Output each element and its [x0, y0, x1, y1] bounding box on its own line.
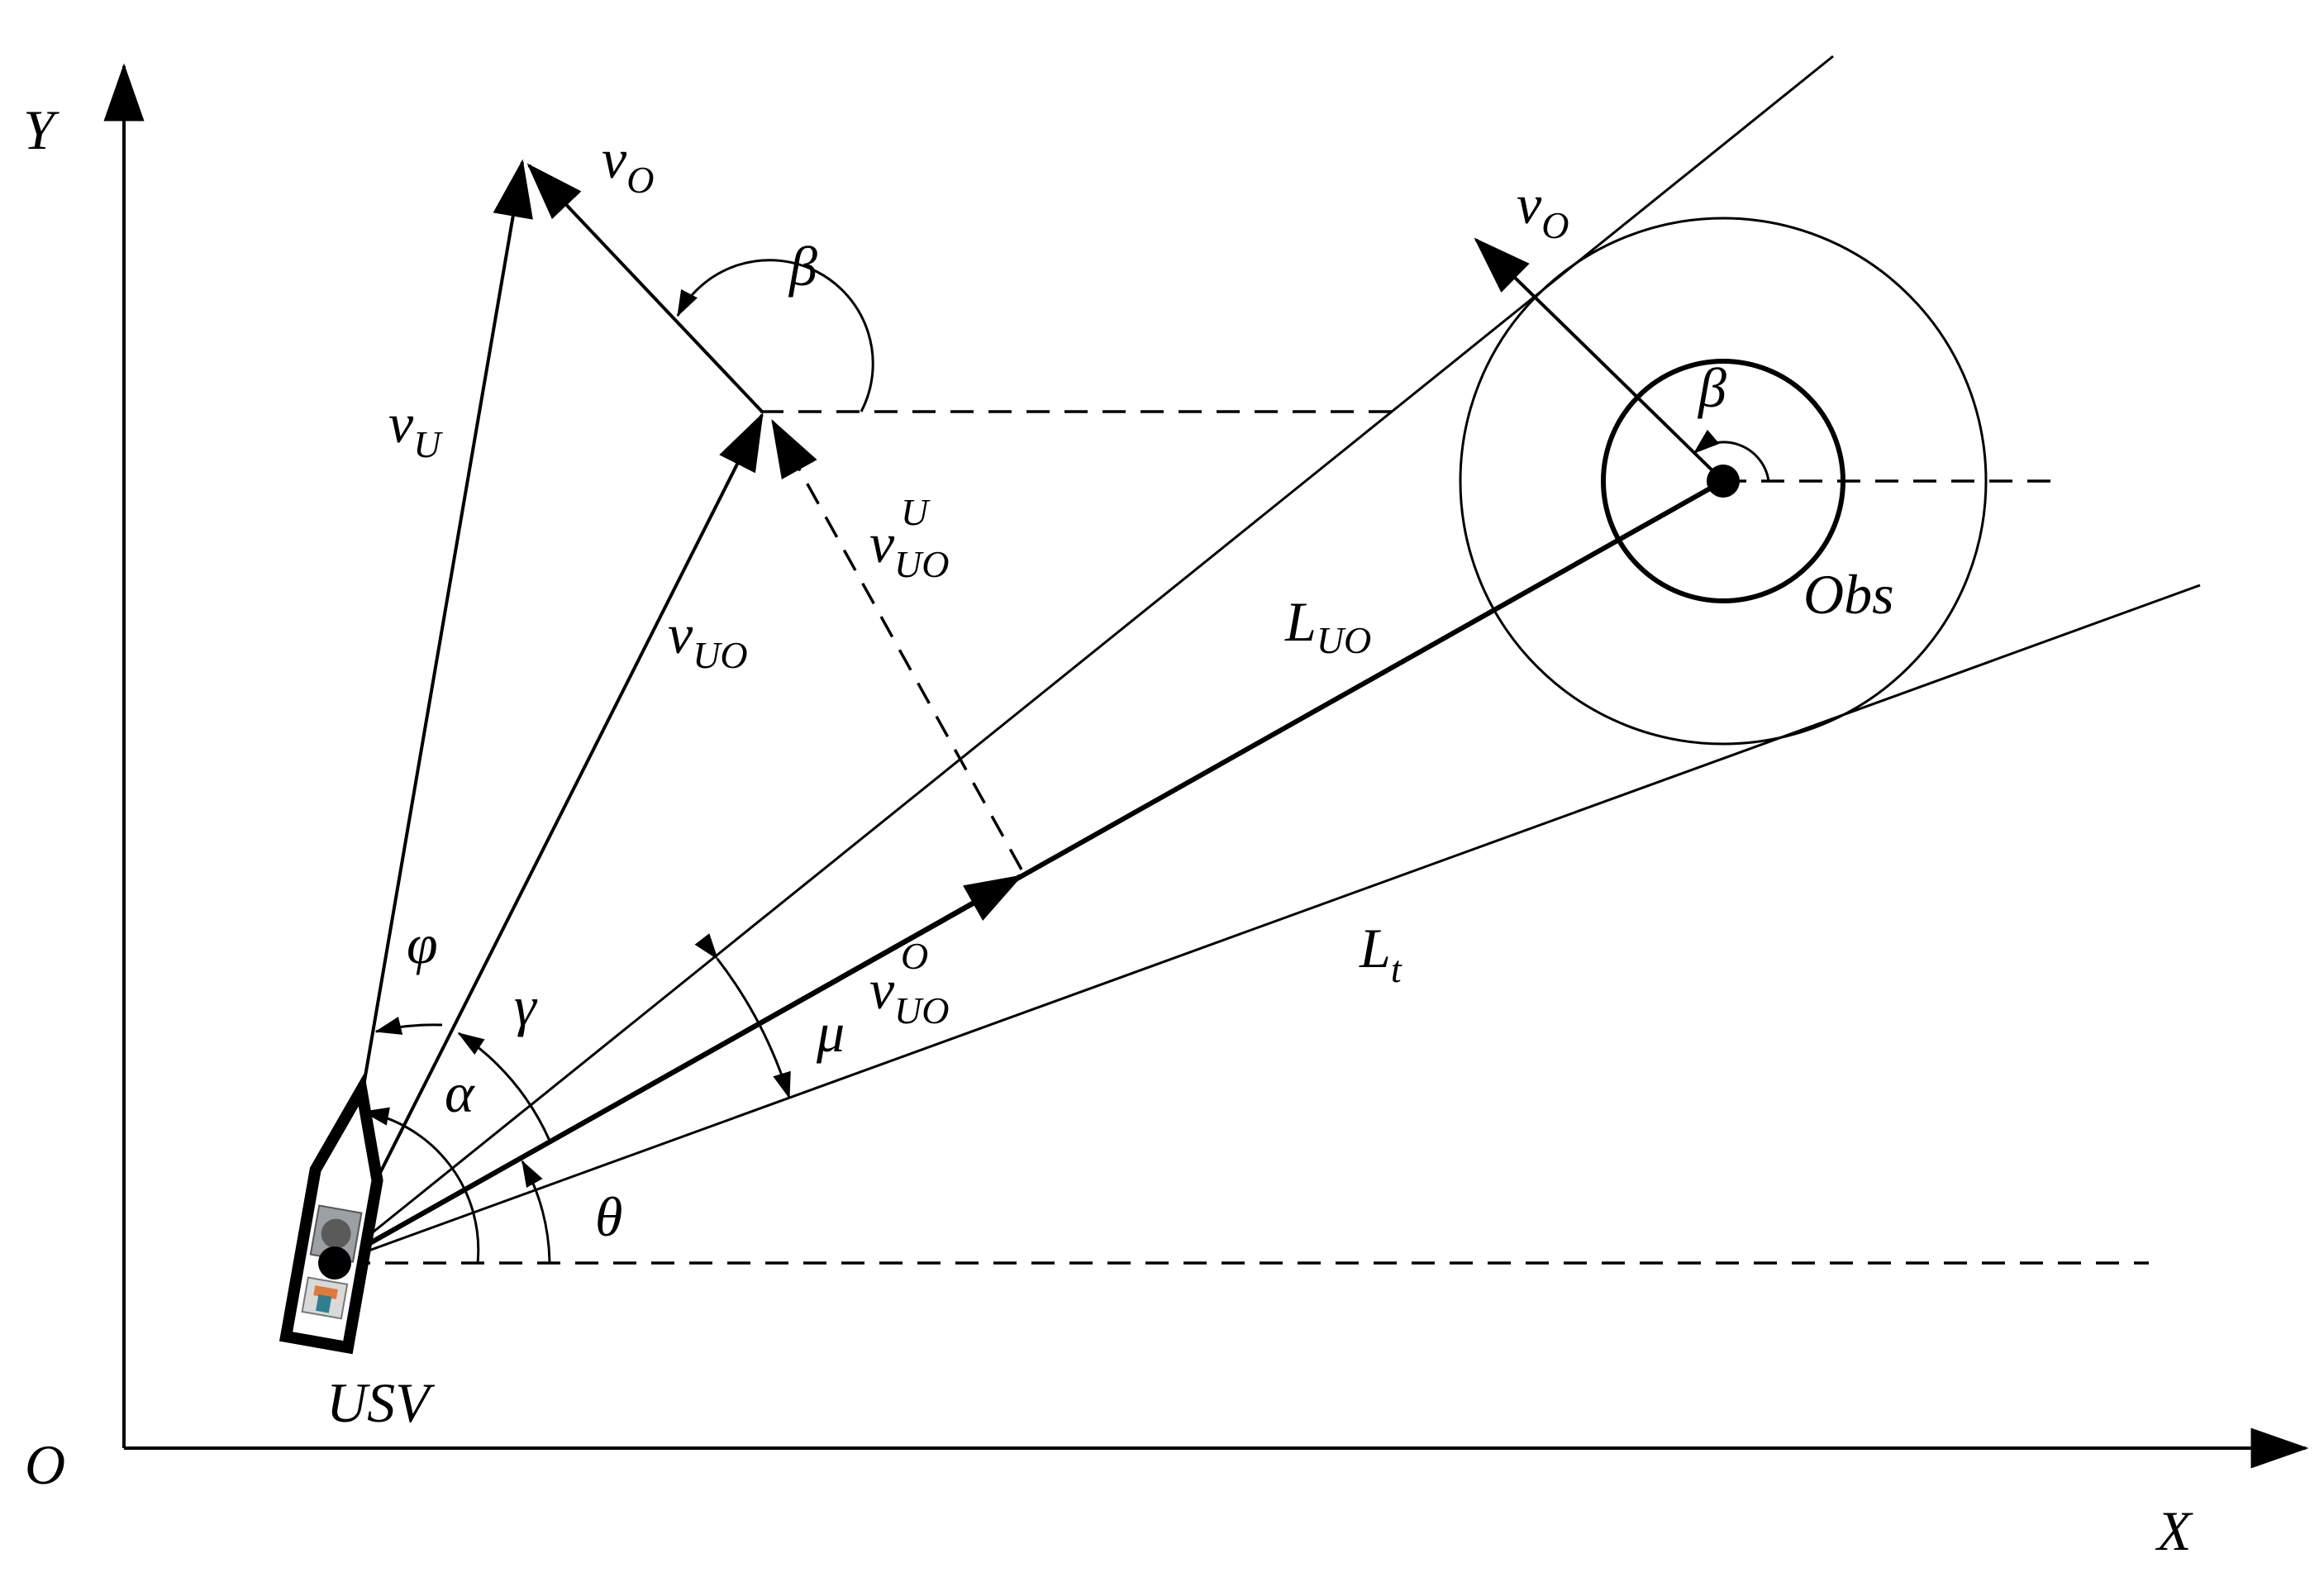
- svg-text:U: U: [901, 491, 931, 533]
- usv-center-dot: [318, 1246, 351, 1280]
- svg-text:O: O: [901, 935, 928, 977]
- beta-label-top: β: [788, 235, 817, 298]
- v-o-label-obstacle: vO: [1517, 173, 1569, 246]
- v-u-arrow: [355, 159, 533, 1125]
- l-t-label: Lt: [1359, 917, 1402, 990]
- svg-text:v: v: [869, 512, 895, 574]
- alpha-label: α: [445, 1061, 475, 1124]
- usv-boat-icon: [279, 1073, 383, 1355]
- v-uo-u-dashed-arrow: [771, 418, 1023, 870]
- v-o-arrow-vector-triangle: [526, 163, 764, 413]
- lower-tangent-line-lt: [334, 584, 2201, 1265]
- gamma-arc: [457, 1032, 551, 1141]
- beta-label-obstacle: β: [1697, 356, 1726, 419]
- v-uo-label: vUO: [668, 603, 748, 676]
- alpha-arc: [362, 1107, 480, 1264]
- usv-label: USV: [326, 1371, 436, 1434]
- v-uo-o-arrow: [333, 874, 1024, 1265]
- v-o-label-top: vO: [602, 127, 654, 201]
- v-uo-arrow: [333, 412, 764, 1264]
- svg-text:UO: UO: [894, 543, 949, 585]
- v-u-label: vU: [388, 392, 443, 465]
- gamma-label: γ: [514, 975, 538, 1037]
- mu-arc: [694, 933, 791, 1099]
- x-axis-label: X: [2155, 1499, 2193, 1562]
- upper-tangent-line: [334, 55, 1834, 1265]
- beta-arc-top: [676, 259, 874, 412]
- mu-label: μ: [816, 1001, 845, 1064]
- svg-text:v: v: [869, 958, 895, 1021]
- obstacle-safety-circle: [1459, 217, 1988, 746]
- phi-arc: [374, 1017, 443, 1035]
- l-uo-label: LUO: [1284, 590, 1371, 661]
- y-axis-label: Y: [23, 98, 60, 161]
- v-o-arrow-obstacle: [1474, 237, 1725, 483]
- v-uo-u-label: v U UO: [869, 491, 949, 585]
- beta-arc-obstacle: [1693, 429, 1770, 482]
- obstacle-body-circle: [1601, 359, 1845, 603]
- theta-arc: [521, 1160, 551, 1264]
- v-uo-o-label: v O UO: [869, 935, 949, 1032]
- phi-label: φ: [407, 913, 438, 975]
- theta-label: θ: [595, 1185, 622, 1248]
- coordinate-axes: O X Y: [23, 63, 2309, 1562]
- origin-label: O: [25, 1433, 65, 1496]
- obs-label: Obs: [1803, 563, 1894, 626]
- svg-text:UO: UO: [894, 989, 949, 1032]
